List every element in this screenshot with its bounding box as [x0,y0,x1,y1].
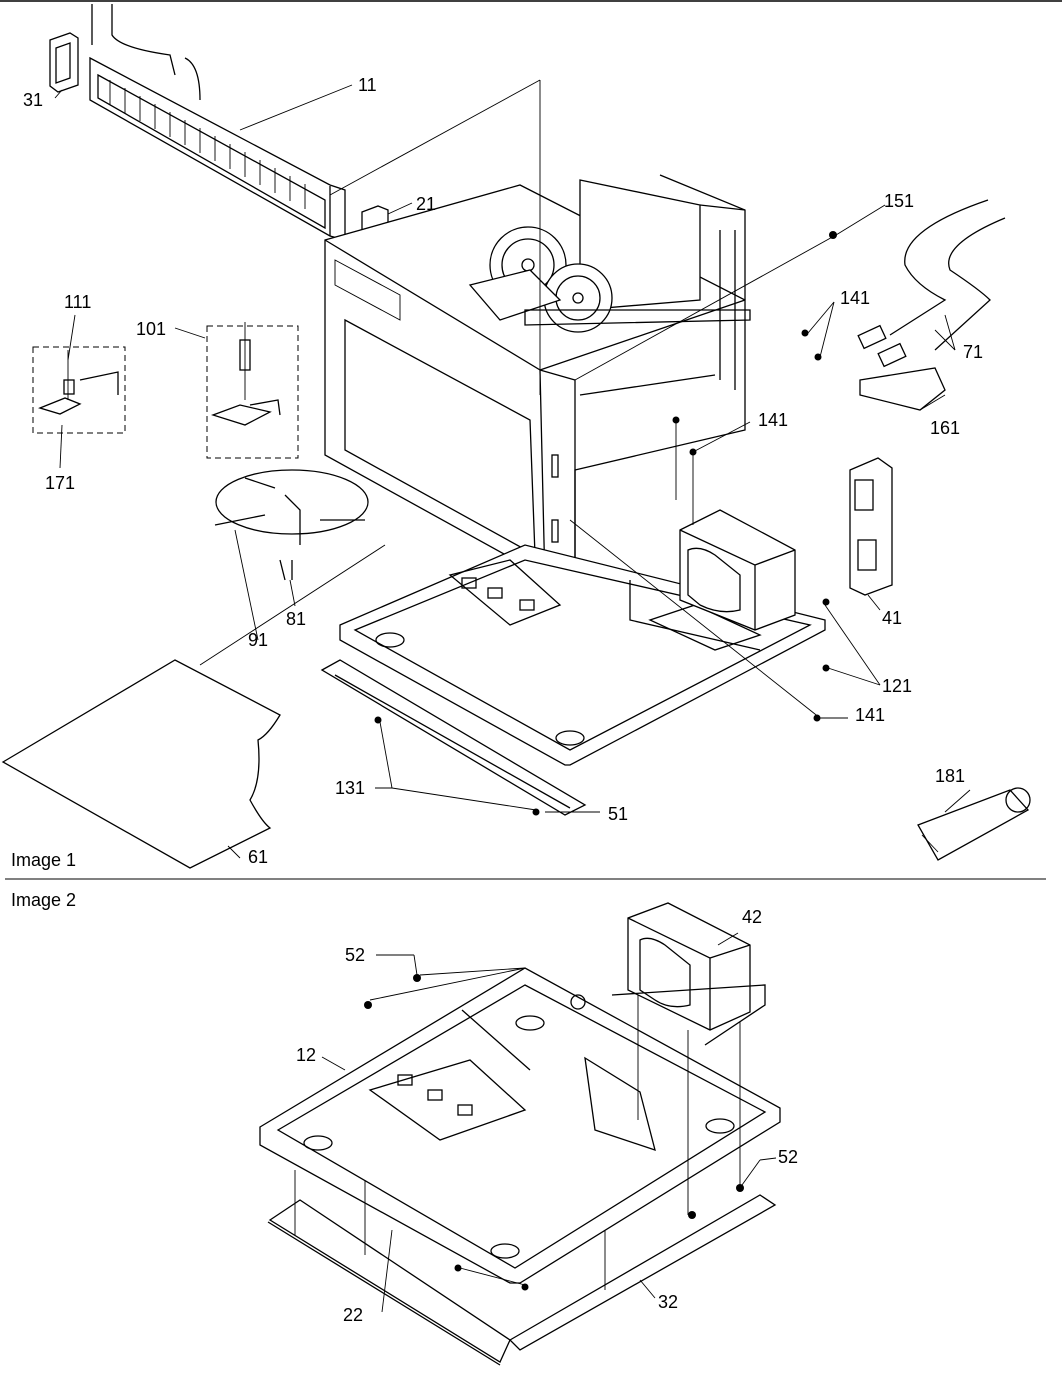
part-12-base-plate [259,967,781,1284]
callout-111: 111 [64,292,91,312]
callout-141-c: 141 [855,705,885,725]
callout-61: 61 [248,847,268,867]
callout-12: 12 [296,1045,316,1065]
callout-51: 51 [608,804,628,824]
vent-duct [91,4,201,101]
part-51-front-rail [320,659,587,816]
part-101-group [206,322,299,459]
callout-41: 41 [882,608,902,628]
callout-161: 161 [930,418,960,438]
callout-171: 171 [45,473,75,493]
callout-181: 181 [935,766,965,786]
callout-101: 101 [136,319,166,339]
callout-11: 11 [358,75,377,95]
part-31-clip [49,32,79,93]
part-42-transformer [611,902,766,1046]
callout-81: 81 [286,609,306,629]
screws-image2 [364,974,744,1291]
screws-image1 [374,231,837,816]
part-41-switch-bracket [849,457,893,596]
callout-141-b: 141 [758,410,788,430]
callout-22: 22 [343,1305,363,1325]
part-181-tube [917,787,1031,861]
callout-141-a: 141 [840,288,870,308]
callout-121: 121 [882,676,912,696]
callout-42: 42 [742,907,762,927]
part-161-bracket [859,367,946,411]
part-111-171-group [32,346,126,434]
part-61-sheet [1,659,281,869]
callout-52-b: 52 [778,1147,798,1167]
panel-label-image1: Image 1 [11,850,76,870]
callout-151: 151 [884,191,914,211]
part-11-vent-grille [89,56,346,241]
callout-32: 32 [658,1292,678,1312]
image2-drawing: Image 2 [11,890,798,1366]
transformer [679,509,796,631]
callout-31: 31 [23,90,43,110]
callout-52-a: 52 [345,945,365,965]
part-32-rear-rail [508,1194,777,1351]
panel-label-image2: Image 2 [11,890,76,910]
leader-lines-image1 [54,79,971,859]
callout-21: 21 [416,194,436,214]
callout-131: 131 [335,778,365,798]
leader-lines-image2 [294,932,777,1313]
image1-drawing: Image 1 11 21 31 41 51 61 71 81 91 101 1… [1,4,1031,870]
part-71-cables [857,199,1006,368]
callout-91: 91 [248,630,268,650]
callout-71: 71 [963,342,983,362]
part-91-stirrer [214,469,369,581]
